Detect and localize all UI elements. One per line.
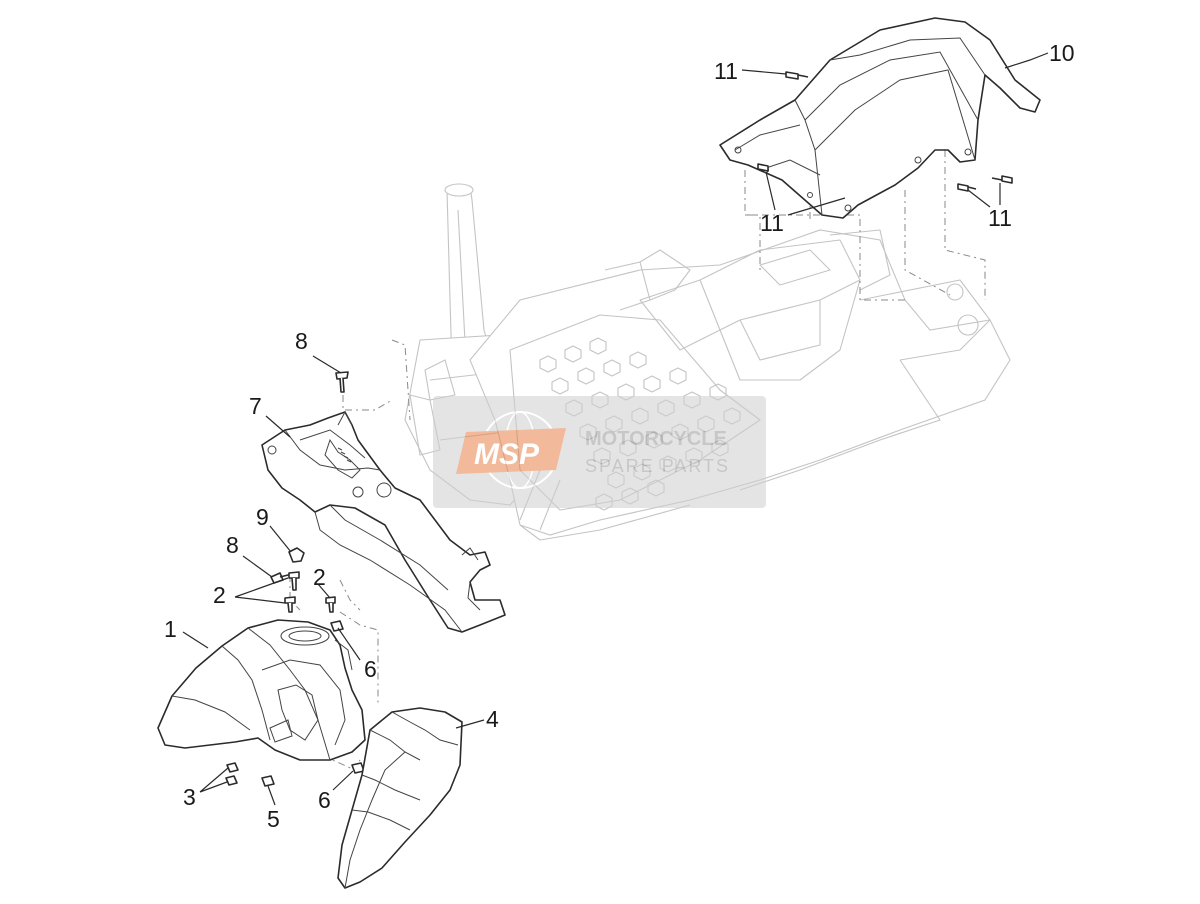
callout-4: 4	[486, 706, 499, 732]
callout-7: 7	[249, 393, 262, 419]
rear-mudguard-part-10	[719, 17, 1041, 219]
legshield-inner-part-7	[261, 410, 506, 633]
callout-11: 11	[714, 58, 738, 84]
mudguard-cover-part-4	[337, 707, 463, 889]
callout-labels: 11 10 11 11 8 7 9 8 2 2 1 6 4 3 6 5	[164, 40, 1075, 832]
leader-lines	[182, 52, 1049, 806]
nuts-parts-3-5-6	[225, 620, 365, 787]
callout-2: 2	[313, 564, 326, 590]
watermark-banner	[433, 396, 766, 508]
watermark-logo-badge	[456, 428, 566, 474]
watermark-line1: MOTORCYCLE	[585, 428, 727, 450]
watermark: MSP MOTORCYCLE SPARE PARTS	[433, 396, 766, 508]
assembly-guide-lines	[289, 150, 986, 771]
callout-1: 1	[164, 616, 177, 642]
callout-8: 8	[295, 328, 308, 354]
callout-10: 10	[1049, 40, 1075, 66]
callout-9: 9	[256, 504, 269, 530]
callout-6: 6	[318, 787, 331, 813]
fasteners-parts-2-8-9	[270, 547, 336, 613]
callout-3: 3	[183, 784, 196, 810]
callout-5: 5	[267, 806, 280, 832]
screw-part-11	[757, 71, 1013, 192]
callout-11: 11	[760, 210, 784, 236]
callout-2: 2	[213, 582, 226, 608]
watermark-line2: SPARE PARTS	[585, 456, 730, 476]
front-mudguard-part-1	[157, 619, 366, 761]
callout-6: 6	[364, 656, 377, 682]
screw-part-8-upper	[335, 371, 349, 393]
callout-11: 11	[988, 205, 1012, 231]
watermark-logo-text: MSP	[474, 438, 540, 471]
callout-8: 8	[226, 532, 239, 558]
